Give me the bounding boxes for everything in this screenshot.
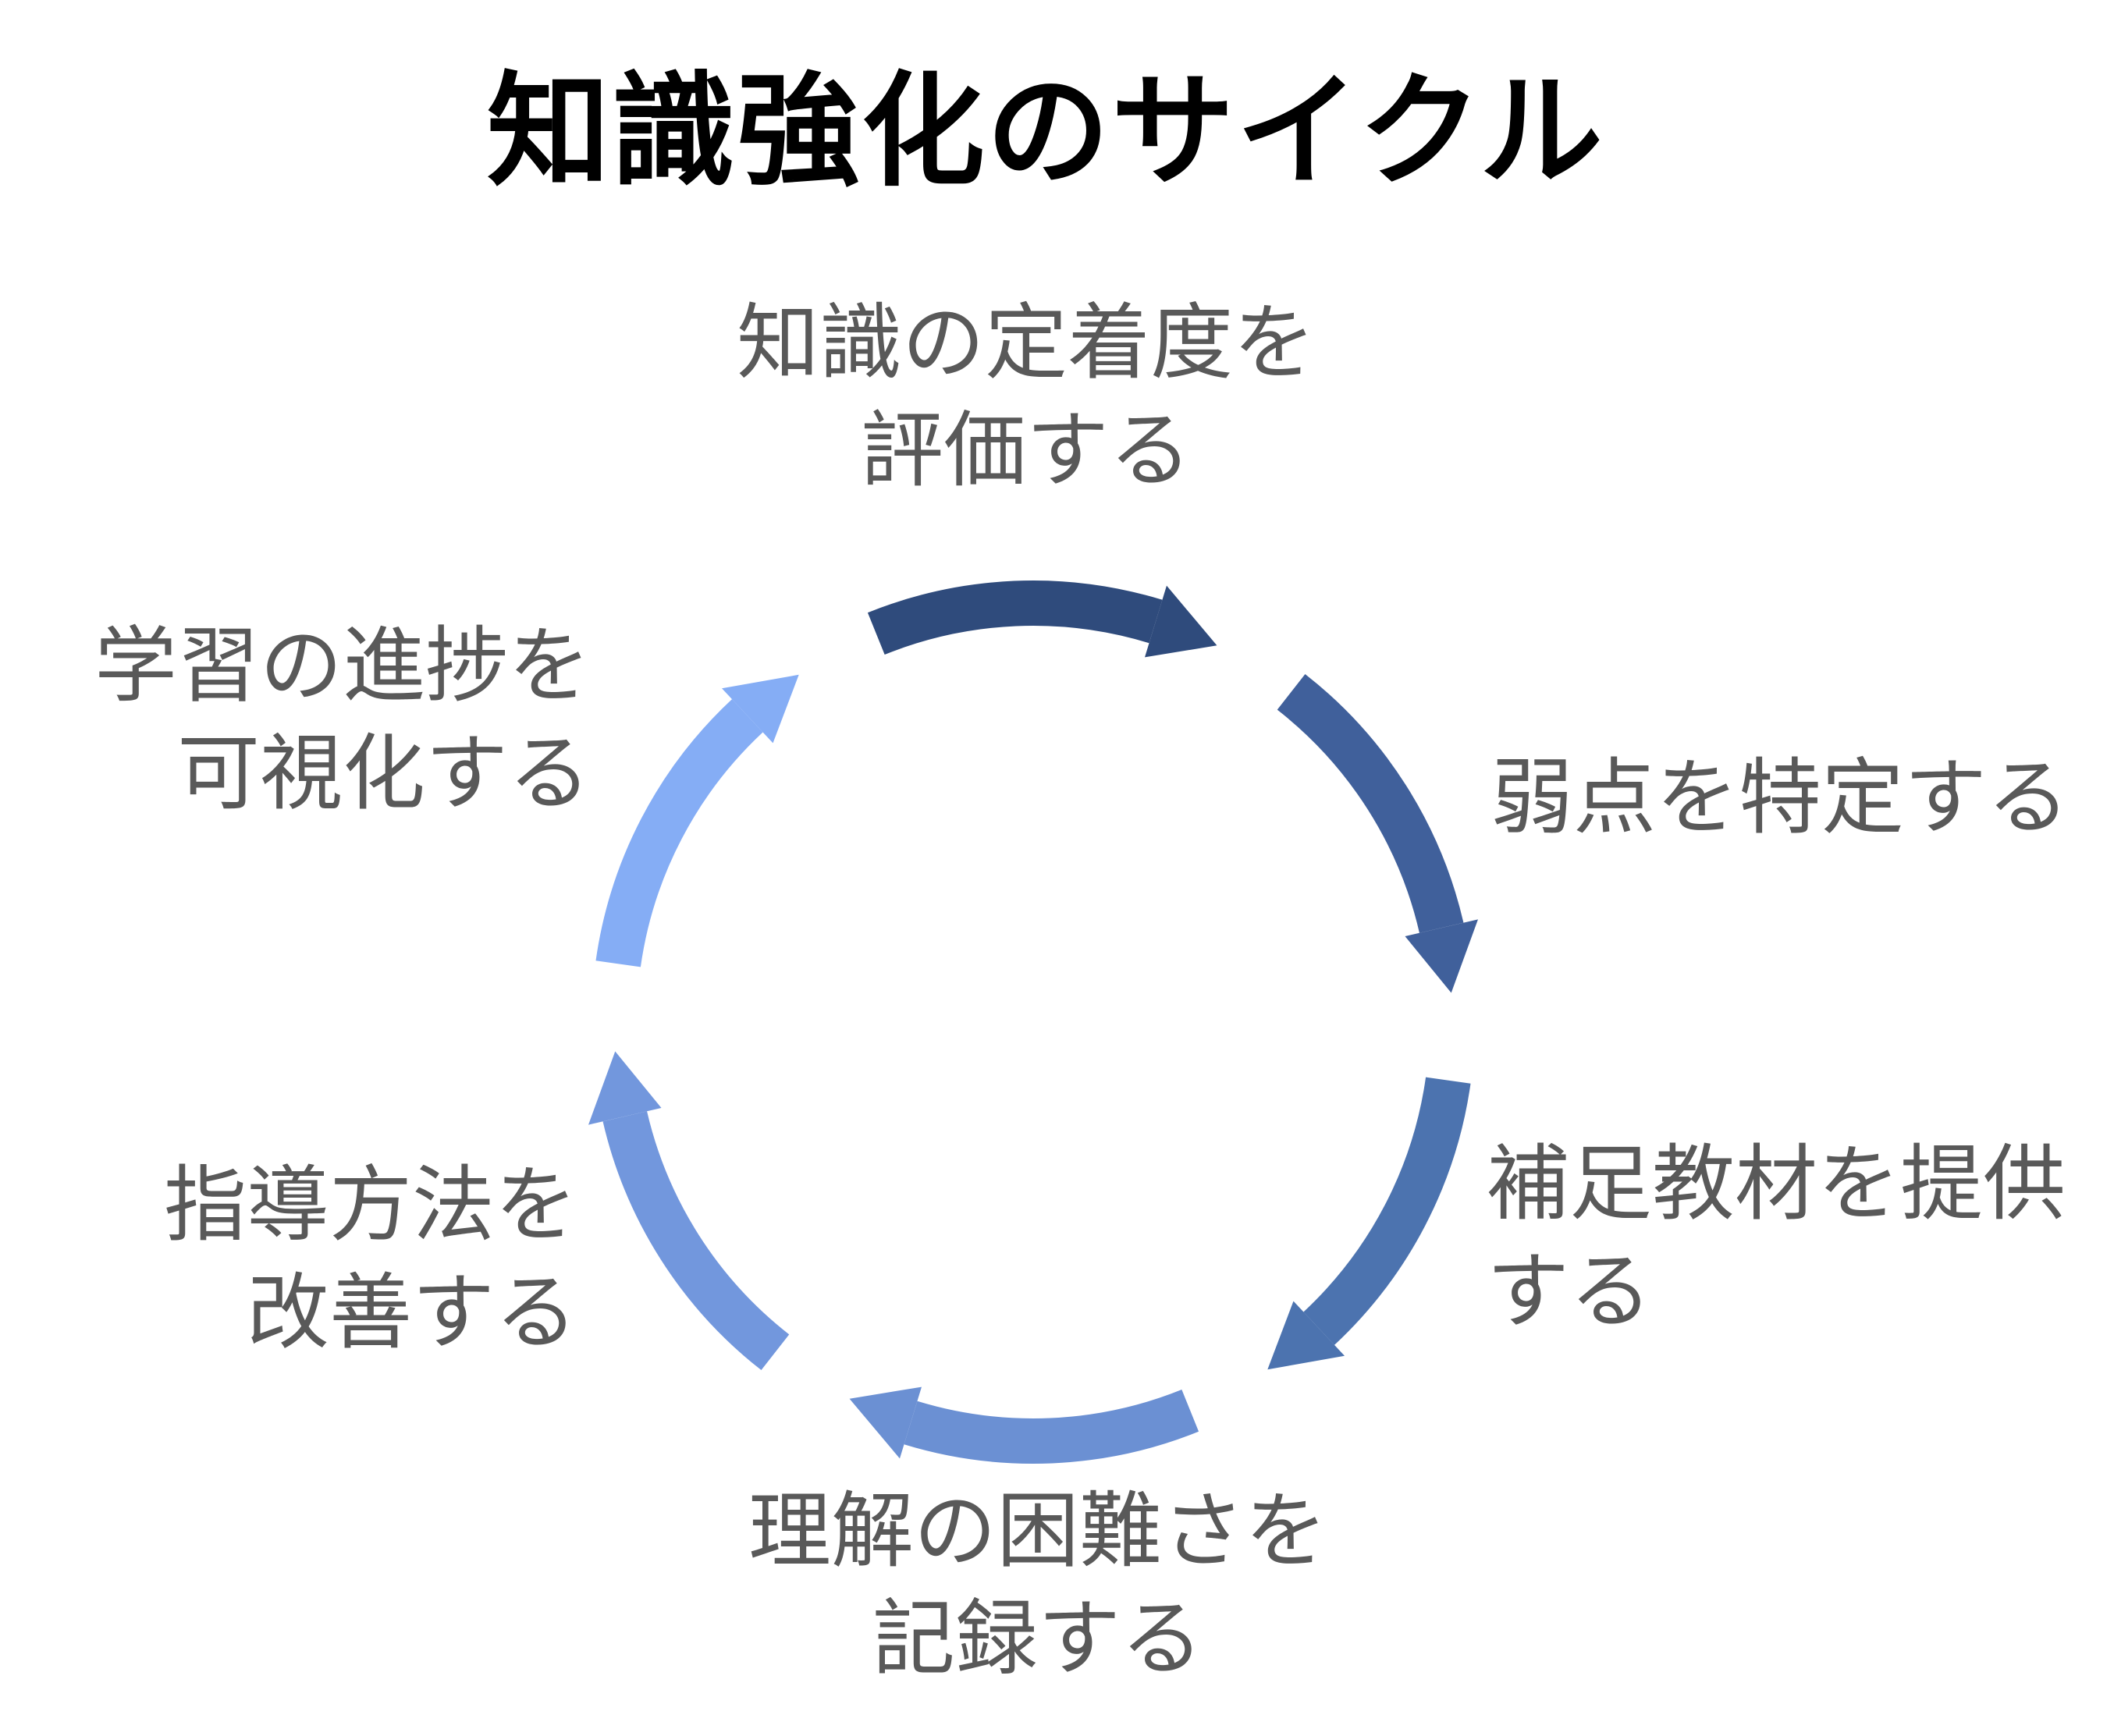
- cycle-arrow-head-visualize-progress: [722, 674, 799, 744]
- cycle-arrow-arc-record-difficulties: [904, 1389, 1199, 1464]
- page-title: 知識強化のサイクル: [486, 63, 1605, 201]
- cycle-step-label-record-difficulties: 理解の困難さを 記録する: [748, 1486, 1327, 1685]
- cycle-step-label-assess-retention: 知識の定着度を 評価する: [737, 297, 1316, 497]
- cycle-arrow-arc-provide-materials: [1303, 1077, 1471, 1345]
- cycle-arrow-head-record-difficulties: [849, 1386, 922, 1459]
- cycle-arrow-arc-visualize-progress: [595, 699, 763, 967]
- cycle-arrow-arc-improve-teaching: [602, 1111, 790, 1371]
- cycle-arrow-arc-assess-retention: [867, 580, 1163, 655]
- cycle-arrow-head-provide-materials: [1267, 1301, 1345, 1370]
- cycle-step-label-provide-materials: 補足教材を提供 する: [1487, 1138, 2066, 1338]
- cycle-step-label-visualize-progress: 学習の進捗を 可視化する: [94, 620, 591, 820]
- cycle-step-label-improve-teaching: 指導方法を 改善する: [164, 1159, 577, 1359]
- cycle-arrow-arc-identify-weaknesses: [1277, 673, 1464, 933]
- cycle-arrow-head-assess-retention: [1145, 585, 1217, 658]
- cycle-step-label-identify-weaknesses: 弱点を特定する: [1490, 752, 2070, 844]
- cycle-arrow-head-improve-teaching: [588, 1051, 662, 1125]
- cycle-arrow-head-identify-weaknesses: [1405, 919, 1478, 993]
